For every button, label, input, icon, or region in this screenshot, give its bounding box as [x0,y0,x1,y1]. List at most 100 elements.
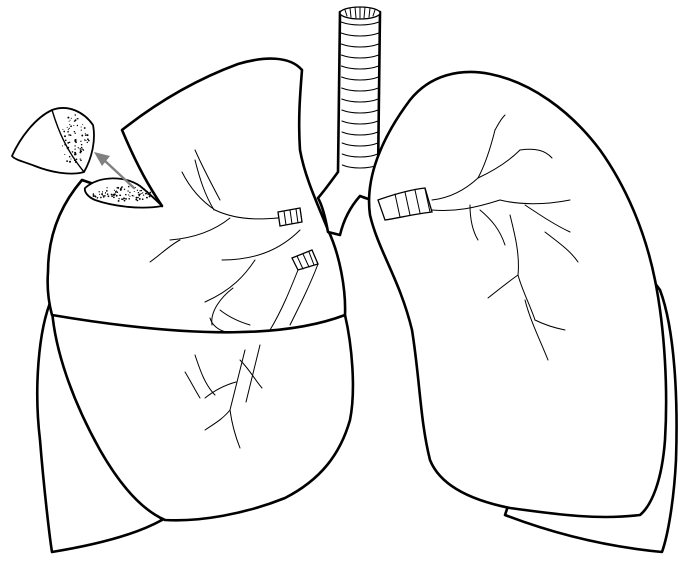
texture-dot [80,158,81,159]
texture-dot [85,140,86,141]
texture-dot [116,191,117,192]
texture-dot [141,190,142,191]
texture-dot [67,131,69,133]
texture-dot [142,198,144,200]
left-upper-lobe [369,72,666,517]
texture-dot [137,200,139,202]
texture-dot [128,194,129,195]
texture-dot [127,190,128,191]
texture-dot [81,148,82,149]
texture-dot [68,129,69,130]
texture-dot [118,198,119,199]
texture-dot [69,156,71,158]
texture-dot [93,193,95,195]
texture-dot [113,196,115,198]
texture-dot [107,193,109,195]
texture-dot [84,127,86,129]
texture-dot [76,158,78,160]
texture-dot [106,187,107,188]
texture-dot [149,195,151,197]
texture-dot [124,200,125,201]
texture-dot [118,200,120,202]
texture-dot [104,195,106,197]
texture-dot [141,193,142,194]
texture-dot [72,151,74,153]
texture-dot [70,158,71,159]
texture-dot [87,142,88,143]
texture-dot [103,196,105,198]
texture-dot [80,141,81,142]
texture-dot [147,191,148,192]
texture-dot [93,195,95,197]
texture-dot [63,131,65,133]
texture-dot [121,198,123,200]
texture-dot [70,134,72,136]
texture-dot [62,145,63,146]
texture-dot [84,139,85,140]
texture-dot [64,135,66,137]
texture-dot [100,197,102,199]
texture-dot [80,150,82,152]
texture-dot [147,197,148,198]
texture-dot [139,193,141,195]
texture-dot [137,190,138,191]
texture-dot [75,161,77,163]
texture-dot [74,148,75,149]
texture-dot [77,118,78,119]
texture-dot [82,124,83,125]
texture-dot [128,198,130,200]
texture-dot [79,148,80,149]
texture-dot [111,194,113,196]
texture-dot [102,195,103,196]
texture-dot [69,161,71,163]
texture-dot [124,189,125,190]
texture-dot [70,120,71,121]
texture-dot [102,191,103,192]
texture-dot [70,125,72,127]
texture-dot [97,197,99,199]
texture-dot [75,139,76,140]
texture-dot [74,152,76,154]
texture-dot [67,142,69,144]
texture-dot [115,192,116,193]
texture-dot [146,193,147,194]
texture-dot [133,195,134,196]
texture-dot [64,144,66,146]
texture-dot [81,129,82,130]
texture-dot [68,134,70,136]
texture-dot [117,187,119,189]
texture-dot [75,141,77,143]
texture-dot [142,192,143,193]
texture-dot [75,119,77,121]
texture-dot [81,144,83,146]
texture-dot [137,197,138,198]
texture-dot [119,195,120,196]
texture-dot [66,160,68,162]
texture-dot [132,195,133,196]
texture-dot [149,192,151,194]
texture-dot [85,133,86,134]
texture-dot [129,192,130,193]
texture-dot [106,190,108,192]
texture-dot [111,195,113,197]
texture-dot [99,194,100,195]
texture-dot [136,197,138,199]
texture-dot [64,154,65,155]
texture-dot [85,135,86,136]
texture-dot [116,195,118,197]
texture-dot [83,150,84,151]
texture-dot [78,147,79,148]
texture-dot [73,125,74,126]
texture-dot [108,195,110,197]
texture-dot [99,191,100,192]
texture-dot [74,160,75,161]
texture-dot [139,198,141,200]
texture-dot [65,140,67,142]
texture-dot [105,193,106,194]
texture-dot [101,193,103,195]
texture-dot [120,188,122,190]
tissue-sample-icon [12,108,94,174]
texture-dot [75,133,76,134]
texture-dot [134,191,135,192]
